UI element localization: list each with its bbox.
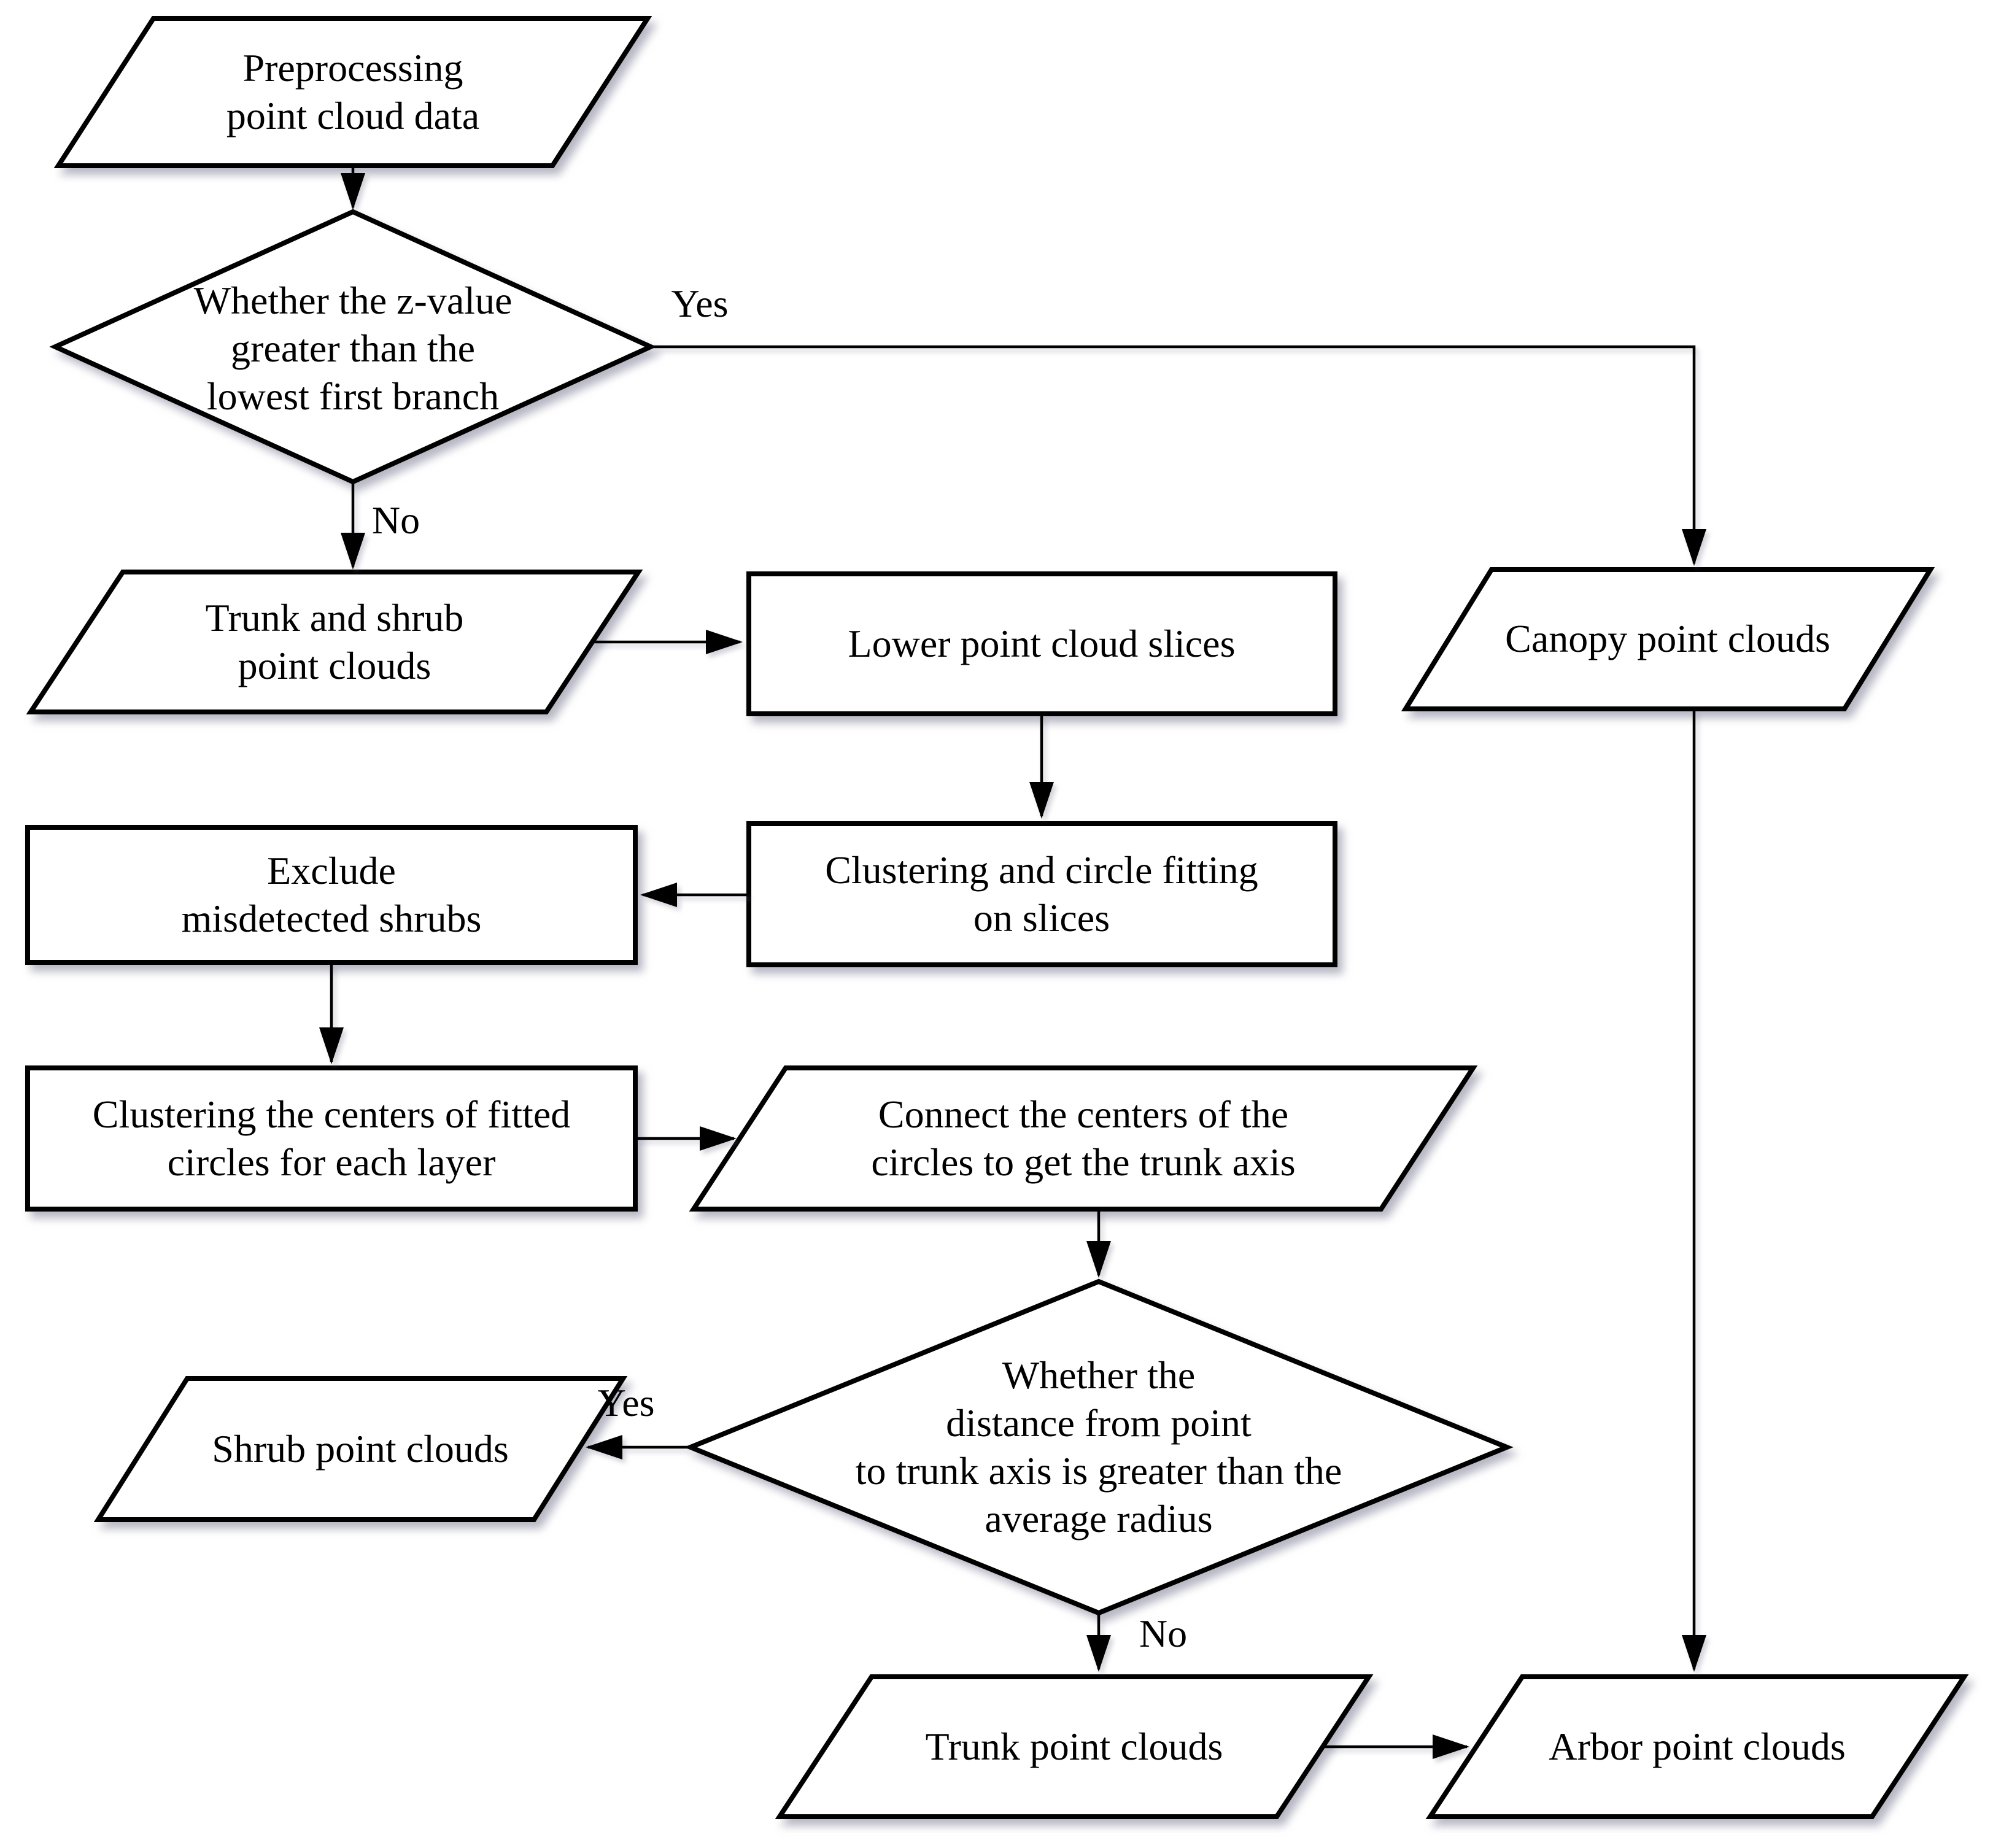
shrub-label: Shrub point clouds (212, 1426, 509, 1471)
clustering-fitting-label: Clustering and circle fitting on slices (825, 848, 1258, 940)
z-no-label: No (371, 498, 420, 542)
connect-centers-label: Connect the centers of the circles to ge… (871, 1092, 1296, 1184)
preprocessing-shape (53, 16, 652, 168)
dist-no-label: No (1139, 1612, 1188, 1655)
preprocessing-label: Preprocessing point cloud data (226, 45, 480, 137)
arbor-shape (1425, 1674, 1969, 1819)
exclude-shrubs-label: Exclude misdetected shrubs (181, 848, 482, 940)
edge-decision-yes-to-canopy (652, 345, 1706, 566)
z-yes-label: Yes (671, 282, 729, 325)
trunk-shape (775, 1674, 1374, 1819)
clustering-fitting-shape (746, 821, 1337, 967)
canopy-label: Canopy point clouds (1505, 616, 1830, 660)
clustering-centers-shape (25, 1065, 638, 1212)
z-value-decision-shape (49, 209, 657, 485)
trunk-and-shrub-label: Trunk and shrub point clouds (205, 595, 464, 687)
connect-centers-shape (689, 1065, 1478, 1212)
exclude-shrubs-shape (25, 825, 638, 965)
dist-yes-label: Yes (597, 1381, 655, 1425)
shrub-shape (93, 1376, 628, 1522)
lower-slices-label: Lower point cloud slices (848, 621, 1236, 665)
canopy-shape (1401, 567, 1935, 711)
distance-decision-label: Whether the distance from point to trunk… (855, 1353, 1342, 1541)
trunk-and-shrub-shape (26, 570, 643, 714)
clustering-centers-label: Clustering the centers of fitted circles… (92, 1092, 571, 1184)
arbor-label: Arbor point clouds (1549, 1724, 1846, 1768)
trunk-label: Trunk point clouds (925, 1724, 1223, 1768)
lower-slices-shape (746, 571, 1337, 716)
z-value-decision-label: Whether the z-value greater than the low… (193, 278, 513, 419)
distance-decision-shape (684, 1278, 1514, 1616)
